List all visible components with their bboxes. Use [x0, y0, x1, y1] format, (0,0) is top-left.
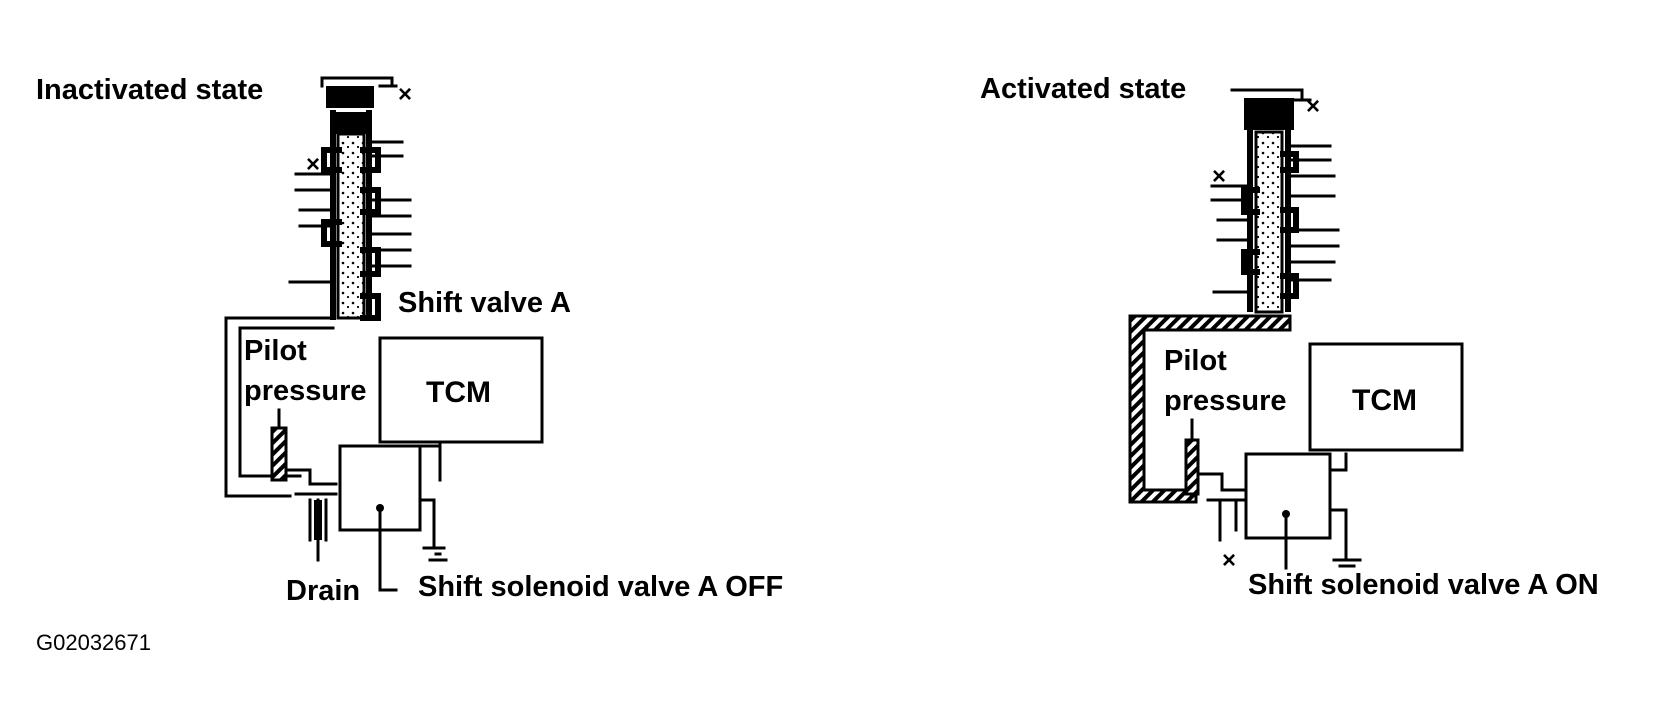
activated-state-label: Activated state	[980, 73, 1186, 105]
tcm-box-right	[1308, 342, 1464, 452]
shift-valve-a-left	[288, 76, 412, 321]
pilot-label-line2: pressure	[244, 375, 367, 407]
pilot-label-line1: Pilot	[244, 335, 307, 367]
activated-diagram: Activated state × × Pilot pressure TCM	[980, 73, 1599, 601]
inactivated-diagram: Inactivated state × × Shift valve A Pilo…	[36, 74, 783, 607]
pilot-label-line2-right: pressure	[1164, 385, 1287, 417]
exhaust-mark-bottom-right: ×	[1222, 547, 1236, 574]
exhaust-mark-top-left: ×	[398, 81, 412, 108]
inactivated-state-label: Inactivated state	[36, 74, 263, 106]
exhaust-mark-top-right: ×	[1306, 93, 1320, 120]
tcm-box-left	[378, 336, 544, 444]
solenoid-box-right	[1244, 452, 1332, 540]
tcm-label-left: TCM	[426, 376, 491, 409]
figure-id: G02032671	[36, 630, 151, 655]
solenoid-on-label: Shift solenoid valve A ON	[1248, 569, 1599, 601]
pilot-label-line1-right: Pilot	[1164, 345, 1227, 377]
pilot-line-left	[224, 316, 335, 498]
exhaust-mark-mid-right: ×	[1212, 163, 1226, 190]
tcm-label-right: TCM	[1352, 384, 1417, 417]
pilot-line-right-hatched	[1128, 314, 1292, 504]
shift-valve-a-label: Shift valve A	[398, 287, 571, 319]
shift-valve-a-right	[1210, 88, 1340, 314]
drain-label: Drain	[286, 575, 360, 607]
exhaust-mark-mid-left: ×	[306, 151, 320, 178]
solenoid-off-label: Shift solenoid valve A OFF	[418, 571, 783, 603]
